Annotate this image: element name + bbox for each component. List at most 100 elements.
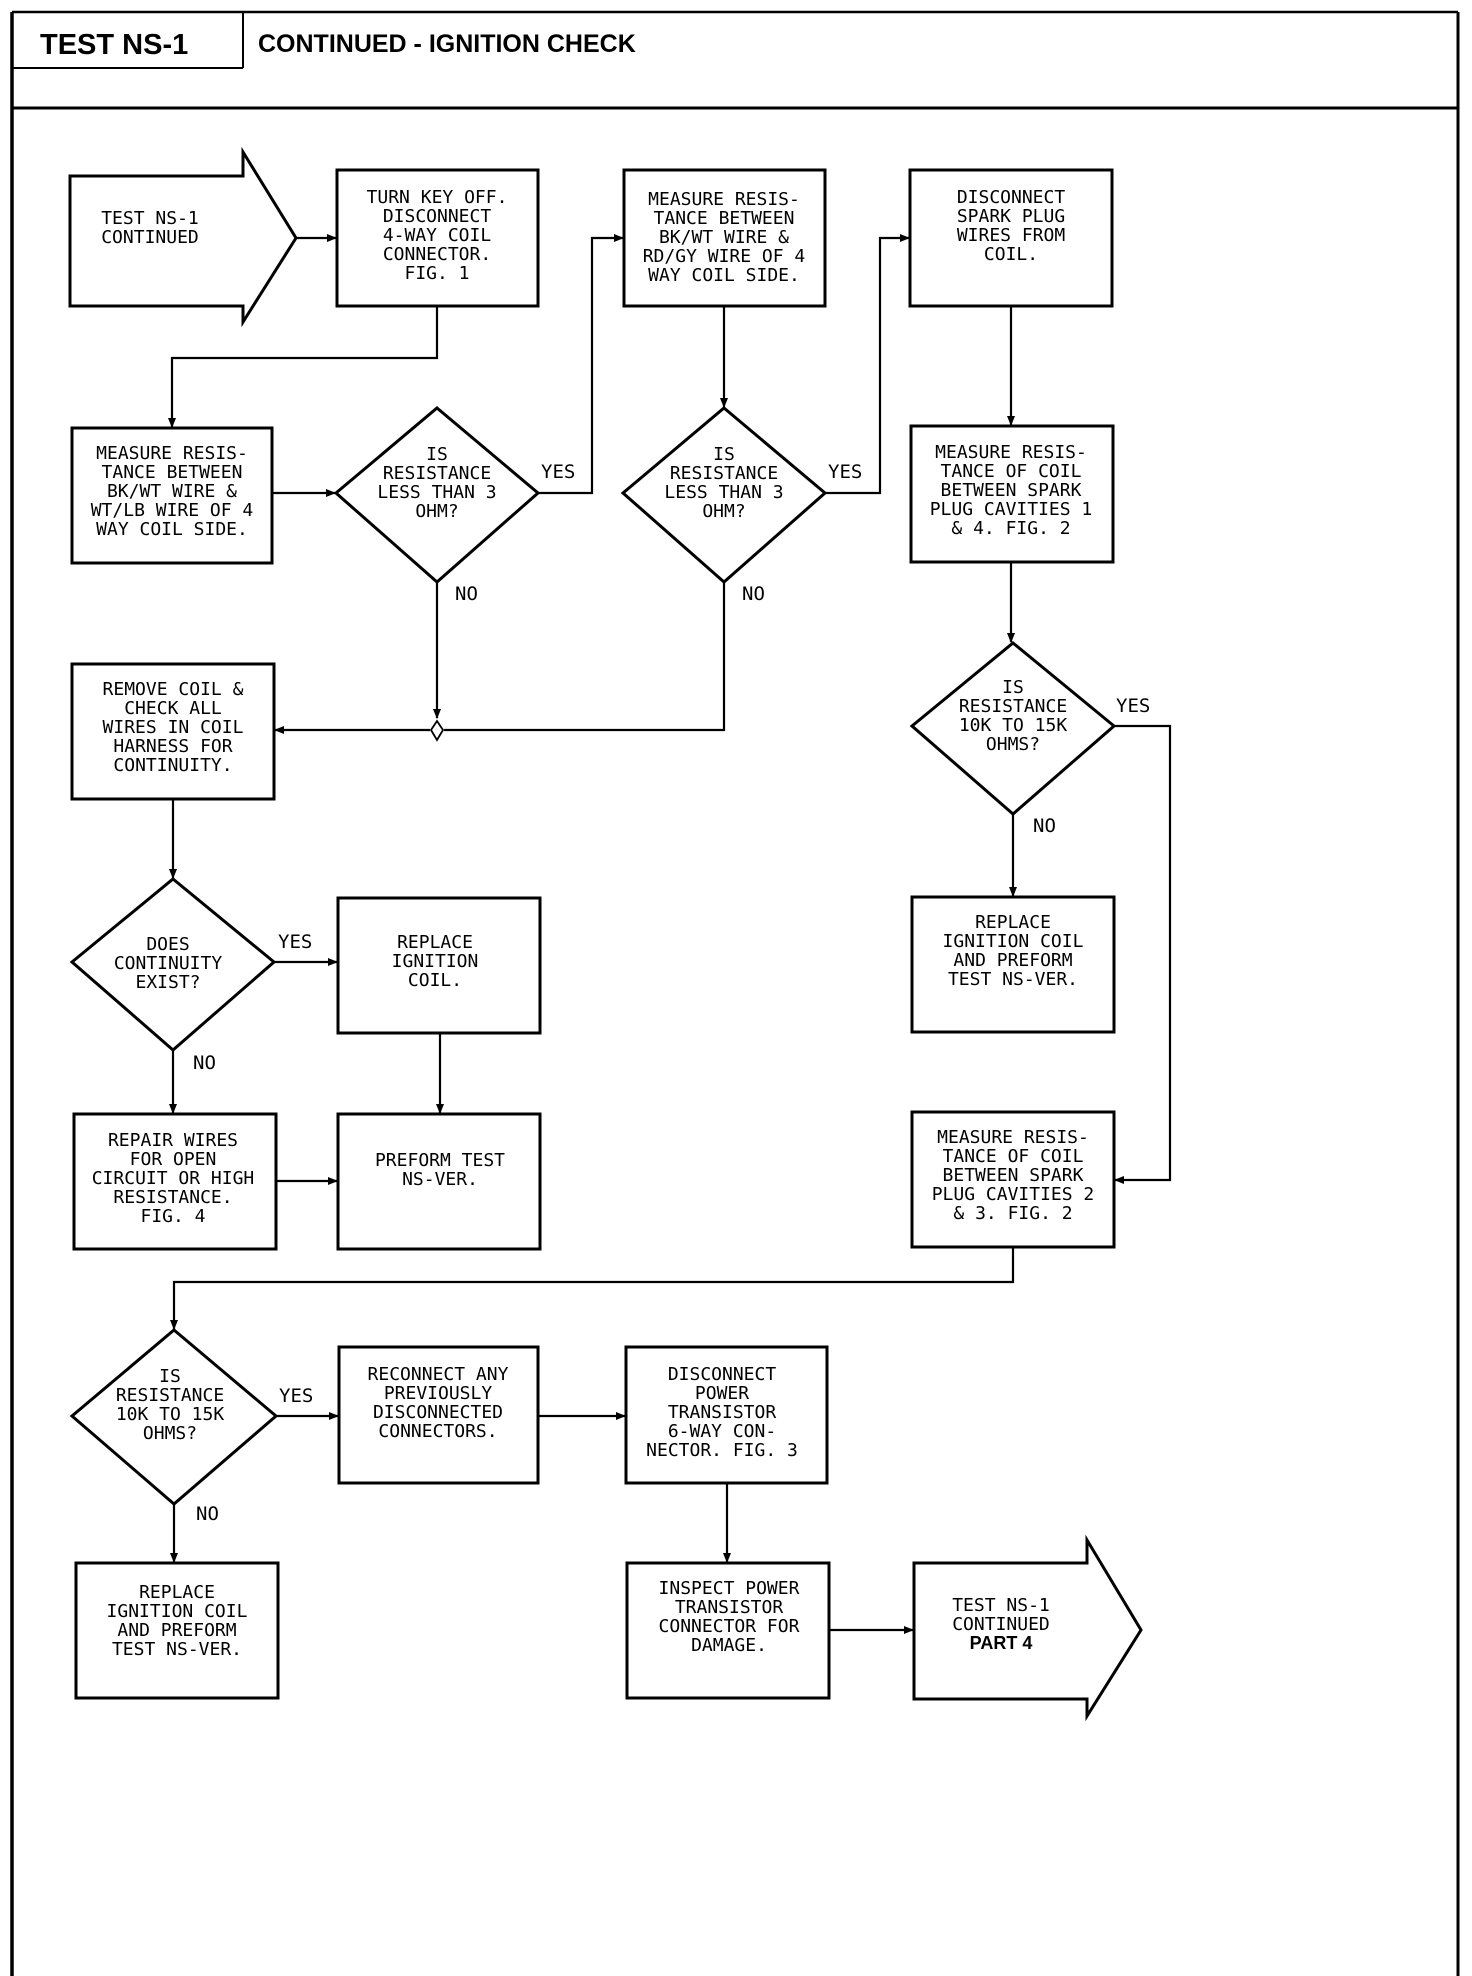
remove-coil-line: HARNESS FOR <box>113 736 232 757</box>
is-res-lt3-b-line: IS <box>713 444 735 465</box>
remove-coil-line: WIRES IN COIL <box>103 717 244 738</box>
end-line: TEST NS-1 <box>952 1595 1050 1616</box>
end-line: CONTINUED <box>952 1614 1050 1635</box>
preform-test-line: NS-VER. <box>402 1169 478 1190</box>
does-continuity-line: EXIST? <box>135 972 200 993</box>
is-res-lt3-a-line: IS <box>426 444 448 465</box>
replace-coil-preform-a-line: TEST NS-VER. <box>948 969 1078 990</box>
remove-coil-line: CHECK ALL <box>124 698 222 719</box>
measure-bkwt-rdgy-line: TANCE BETWEEN <box>654 208 795 229</box>
measure-cav-1-4-line: BETWEEN SPARK <box>941 480 1082 501</box>
is-res-10k-b-line: RESISTANCE <box>116 1385 224 1406</box>
start-line: TEST NS-1 <box>101 208 199 229</box>
measure-cav-1-4-line: MEASURE RESIS- <box>935 442 1087 463</box>
turn-key-off-line: TURN KEY OFF. <box>367 187 508 208</box>
start-line: CONTINUED <box>101 227 199 248</box>
measure-bkwt-wtlb-line: WT/LB WIRE OF 4 <box>91 500 254 521</box>
measure-cav-2-3-line: BETWEEN SPARK <box>943 1165 1084 1186</box>
disconnect-plug-wires-line: DISCONNECT <box>957 187 1066 208</box>
yes-label-a: YES <box>541 461 575 483</box>
measure-bkwt-wtlb-line: TANCE BETWEEN <box>102 462 243 483</box>
disconnect-transistor-line: TRANSISTOR <box>668 1402 777 1423</box>
is-res-10k-a-line: OHMS? <box>986 734 1040 755</box>
is-res-lt3-a-line: LESS THAN 3 <box>377 482 496 503</box>
yes-label-d: YES <box>278 931 312 953</box>
repair-wires-line: REPAIR WIRES <box>108 1130 238 1151</box>
measure-cav-1-4-line: TANCE OF COIL <box>941 461 1082 482</box>
is-res-10k-a-line: 10K TO 15K <box>959 715 1068 736</box>
end-line: PART 4 <box>970 1633 1033 1653</box>
inspect-transistor-line: CONNECTOR FOR <box>659 1616 800 1637</box>
inspect-transistor-box <box>625 1561 831 1700</box>
replace-coil-preform-b-line: TEST NS-VER. <box>112 1639 242 1660</box>
repair-wires-line: FOR OPEN <box>130 1149 217 1170</box>
reconnect-line: DISCONNECTED <box>373 1402 503 1423</box>
replace-coil-a-line: COIL. <box>408 970 462 991</box>
is-res-10k-a-line: RESISTANCE <box>959 696 1067 717</box>
measure-cav-1-4-line: & 4. FIG. 2 <box>951 518 1070 539</box>
no-label-a: NO <box>455 583 478 605</box>
remove-coil-line: REMOVE COIL & <box>103 679 244 700</box>
is-res-10k-b-line: OHMS? <box>143 1423 197 1444</box>
measure-cav-2-3-line: & 3. FIG. 2 <box>953 1203 1072 1224</box>
replace-coil-preform-a-line: REPLACE <box>975 912 1051 933</box>
turn-key-off-line: 4-WAY COIL <box>383 225 492 246</box>
remove-coil-line: CONTINUITY. <box>113 755 232 776</box>
no-label-e: NO <box>196 1503 219 1525</box>
measure-cav-1-4-line: PLUG CAVITIES 1 <box>930 499 1093 520</box>
disconnect-transistor-line: POWER <box>695 1383 749 1404</box>
no-label-b: NO <box>742 583 765 605</box>
is-res-lt3-b-line: OHM? <box>702 501 745 522</box>
measure-bkwt-wtlb-line: WAY COIL SIDE. <box>96 519 248 540</box>
preform-test-line: PREFORM TEST <box>375 1150 505 1171</box>
no-label-c: NO <box>1033 815 1056 837</box>
repair-wires-line: FIG. 4 <box>140 1206 205 1227</box>
measure-bkwt-rdgy-line: MEASURE RESIS- <box>648 189 800 210</box>
test-id-label: TEST NS-1 <box>40 29 188 61</box>
inspect-transistor-line: INSPECT POWER <box>659 1578 800 1599</box>
reconnect-line: PREVIOUSLY <box>384 1383 493 1404</box>
measure-bkwt-rdgy-line: RD/GY WIRE OF 4 <box>643 246 806 267</box>
disconnect-transistor-line: 6-WAY CON- <box>668 1421 776 1442</box>
measure-bkwt-wtlb-line: MEASURE RESIS- <box>96 443 248 464</box>
reconnect-box <box>337 1345 540 1485</box>
measure-bkwt-wtlb-line: BK/WT WIRE & <box>107 481 237 502</box>
does-continuity-line: DOES <box>146 934 189 955</box>
disconnect-plug-wires-line: SPARK PLUG <box>957 206 1065 227</box>
preform-test-box <box>336 1112 542 1251</box>
measure-cav-2-3-line: PLUG CAVITIES 2 <box>932 1184 1095 1205</box>
no-label-d: NO <box>193 1052 216 1074</box>
measure-cavities-2-3-box <box>910 1110 1116 1249</box>
turn-key-off-line: DISCONNECT <box>383 206 492 227</box>
replace-coil-a-line: IGNITION <box>392 951 479 972</box>
measure-bkwt-rdgy-line: WAY COIL SIDE. <box>648 265 800 286</box>
replace-coil-preform-b-line: REPLACE <box>139 1582 215 1603</box>
repair-wires-line: RESISTANCE. <box>113 1187 232 1208</box>
reconnect-line: CONNECTORS. <box>378 1421 497 1442</box>
disconnect-plug-wires-line: WIRES FROM <box>957 225 1066 246</box>
measure-bkwt-rdgy-line: BK/WT WIRE & <box>659 227 789 248</box>
measure-cav-2-3-line: MEASURE RESIS- <box>937 1127 1089 1148</box>
is-res-10k-a-line: IS <box>1002 677 1024 698</box>
is-res-lt3-a-line: OHM? <box>415 501 458 522</box>
inspect-transistor-line: TRANSISTOR <box>675 1597 784 1618</box>
replace-coil-preform-a-line: IGNITION COIL <box>943 931 1084 952</box>
is-res-lt3-b-line: RESISTANCE <box>670 463 778 484</box>
replace-coil-preform-b-line: IGNITION COIL <box>107 1601 248 1622</box>
